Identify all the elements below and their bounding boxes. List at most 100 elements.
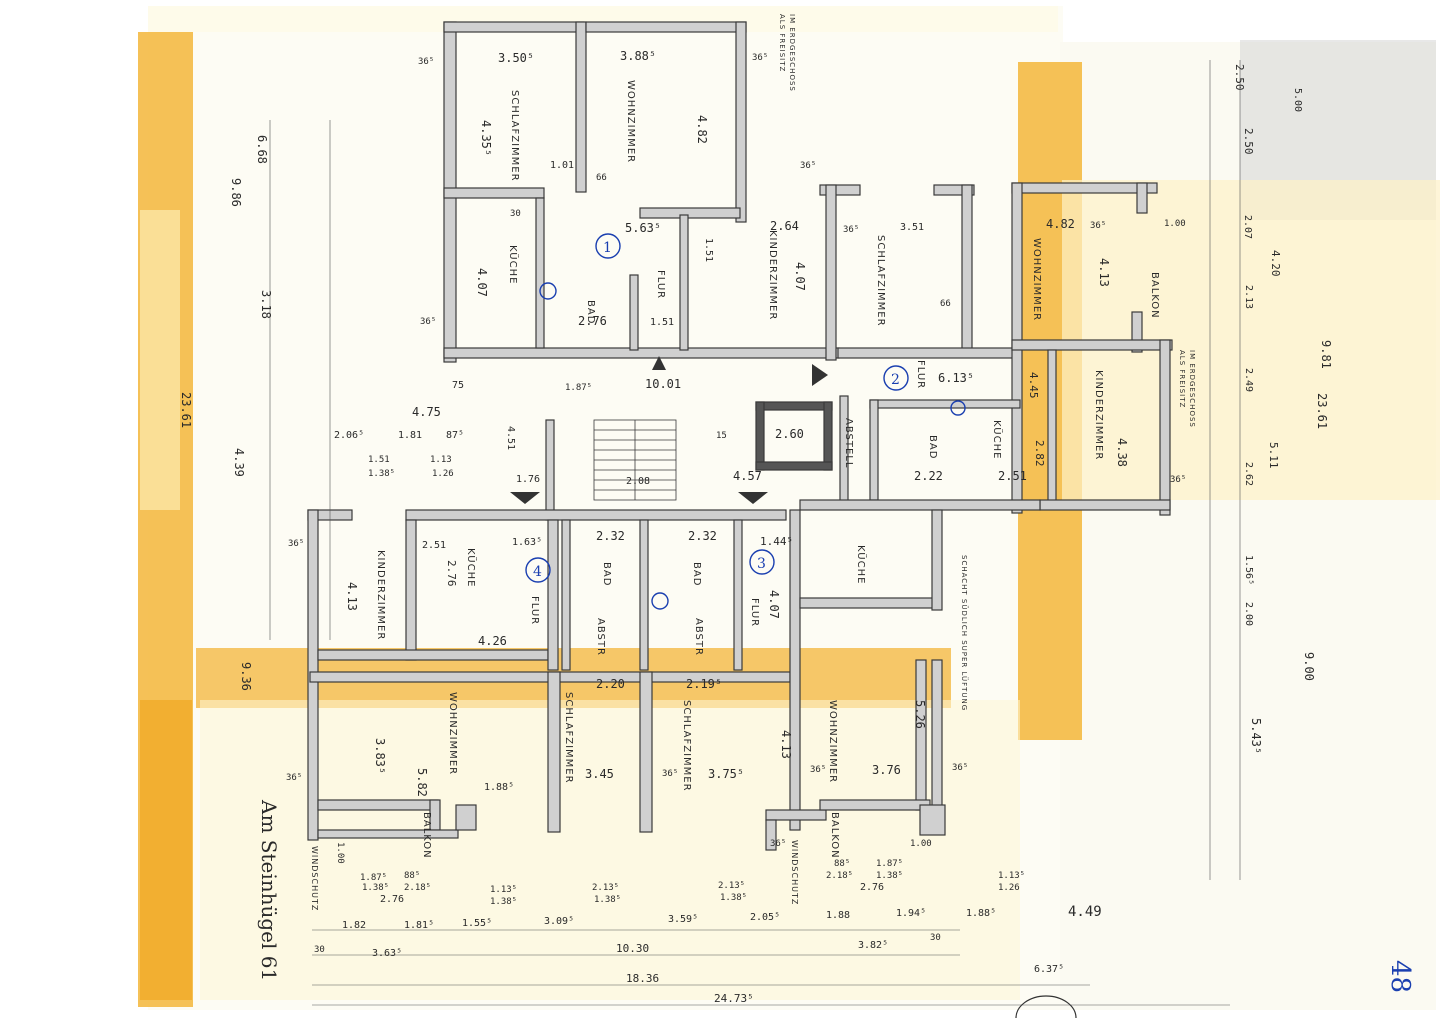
dim: 1.88 (826, 910, 850, 921)
dim: 6.37⁵ (1034, 964, 1064, 975)
dim: 2.06⁵ (334, 430, 364, 441)
dim: 6.68 (255, 135, 269, 164)
dim: 1.55⁵ (462, 918, 492, 929)
dim: 2.08 (626, 476, 650, 487)
dim: 3.09⁵ (544, 916, 574, 927)
dim: 2.32 (688, 529, 717, 543)
dim: 1.01 (550, 160, 574, 171)
room-abstell-u2: ABSTELL (843, 418, 854, 468)
dim: 4.13 (1097, 258, 1111, 287)
room-balkon-u4: BALKON (421, 812, 432, 859)
dim: 36⁵ (752, 53, 768, 63)
dim: 1.56⁵ (1243, 555, 1254, 585)
room-bad-u2: BAD (927, 435, 938, 459)
dim: 5.26 (913, 700, 927, 729)
dim: 2.51 (422, 540, 446, 551)
room-schlafzimmer-u3: SCHLAFZIMMER (681, 700, 692, 792)
dim: 1.38⁵ (362, 883, 389, 893)
room-kueche-u4: KÜCHE (465, 548, 478, 587)
dim: 1.13⁵ (998, 871, 1025, 881)
dim: 1.81 (398, 430, 422, 441)
dim: 1.38⁵ (876, 871, 903, 881)
dim: 30 (510, 209, 521, 219)
staircase (593, 419, 677, 501)
dim: 2.20 (596, 677, 625, 691)
dim: 36⁵ (288, 539, 304, 549)
room-bad-u4: BAD (601, 562, 612, 586)
dim: 4.82 (695, 115, 709, 144)
room-flur-top: FLUR (655, 270, 666, 299)
room-abstr-u3: ABSTR (693, 618, 704, 656)
note-top-right-1: IM ERDGESCHOSS (788, 14, 796, 92)
dim: 3.18 (259, 290, 273, 319)
dim: 1.38⁵ (490, 897, 517, 907)
dim: 88⁵ (404, 871, 420, 881)
dim: 5.00 (1292, 88, 1303, 112)
dim: 36⁵ (286, 773, 302, 783)
room-wohnzimmer-u2: WOHNZIMMER (1031, 238, 1042, 321)
dim: 2.76 (578, 314, 607, 328)
dim: 1.87⁵ (565, 383, 592, 393)
dim: 2.76 (380, 894, 404, 905)
dim: 18.36 (626, 972, 659, 985)
dim: 88⁵ (834, 859, 850, 869)
room-balkon-u3: BALKON (829, 812, 840, 859)
dim: 1.38⁵ (720, 893, 747, 903)
dim: 2.50 (1242, 128, 1255, 155)
dim: 4.20 (1269, 250, 1282, 277)
dim: 2.64 (770, 219, 799, 233)
dim: 3.51 (900, 222, 924, 233)
room-wohnzimmer-top: WOHNZIMMER (625, 80, 636, 163)
note-top-right-2: ALS FREISITZ (778, 14, 786, 72)
dim: 1.44⁵ (760, 535, 793, 548)
dim: 3.63⁵ (372, 948, 402, 959)
dim: 1.00 (1164, 219, 1186, 229)
dim: 1.38⁵ (594, 895, 621, 905)
dim: 2.13⁵ (592, 883, 619, 893)
dim: 1.88⁵ (966, 908, 996, 919)
dim: 2.22 (914, 469, 943, 483)
dim: 23.61 (1315, 393, 1329, 429)
dim: 2.19⁵ (686, 677, 722, 691)
dim: 9.00 (1302, 652, 1316, 681)
dim: 23.61 (179, 392, 193, 428)
dim: 4.13 (345, 582, 359, 611)
dim: 1.81⁵ (404, 920, 434, 931)
dim: 9.81 (1319, 340, 1333, 369)
dim: 1.88⁵ (484, 782, 514, 793)
dim: 15 (716, 431, 727, 441)
dim: 1.13⁵ (490, 885, 517, 895)
dim: 1.94⁵ (896, 908, 926, 919)
dim: 2.50 (1233, 64, 1246, 91)
dim: 2.07 (1242, 215, 1253, 239)
dim: 1.13 (430, 455, 452, 465)
dim: 3.82⁵ (858, 940, 888, 951)
dim: 5.11 (1267, 442, 1280, 469)
dim: 4.07 (767, 590, 781, 619)
unit-number-3: 3 (757, 556, 766, 572)
dim: 4.13 (779, 730, 793, 759)
dim: 66 (940, 299, 951, 309)
dim: 4.26 (478, 634, 507, 648)
dim: 4.49 (1068, 904, 1102, 920)
dim: 36⁵ (1170, 475, 1186, 485)
sheet-number: 48 (1385, 960, 1415, 993)
dim: 2.32 (596, 529, 625, 543)
room-balkon-u2: BALKON (1149, 272, 1160, 319)
dim: 1.38⁵ (368, 469, 395, 479)
dim: 36⁵ (420, 317, 436, 327)
dim: 1.51 (368, 455, 390, 465)
dim: 2.13 (1243, 285, 1254, 309)
dim: 1.26 (432, 469, 454, 479)
unit-markers (525, 233, 966, 610)
dim: 2.76 (445, 560, 458, 587)
dim: 3.75⁵ (708, 767, 744, 781)
dim: 3.83⁵ (373, 738, 387, 774)
dim: 5.43⁵ (1249, 718, 1263, 754)
dim: 1.87⁵ (360, 873, 387, 883)
room-kinderzimmer-u2: KINDERZIMMER (1093, 370, 1104, 460)
dim: 2.51 (998, 469, 1027, 483)
room-windschutz-u3: WINDSCHUTZ (790, 840, 799, 905)
dim: 1.76 (516, 474, 540, 485)
